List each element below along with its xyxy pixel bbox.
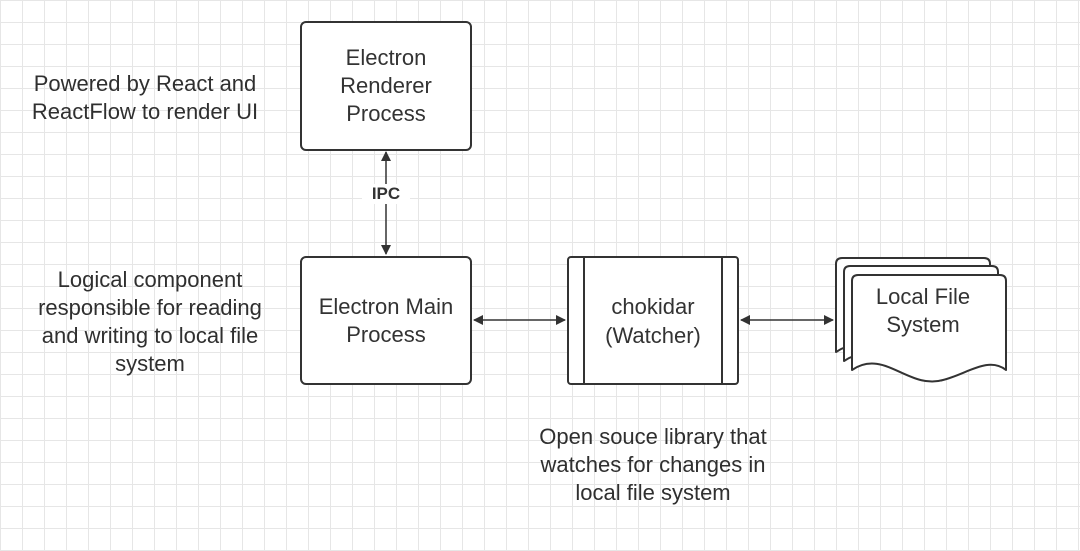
watcher-left-bar [583,258,585,383]
ipc-label: IPC [362,184,410,204]
main-process-node[interactable]: Electron Main Process [300,256,472,385]
renderer-process-node[interactable]: Electron Renderer Process [300,21,472,151]
watcher-node[interactable]: chokidar (Watcher) [567,256,739,385]
watcher-note: Open souce library that watches for chan… [539,424,767,505]
watcher-label: chokidar (Watcher) [605,293,701,348]
renderer-note: Powered by React and ReactFlow to render… [31,71,259,124]
filesystem-label: Local File System [875,284,971,337]
main-process-label: Electron Main Process [318,293,454,347]
document-sheet-front [851,274,1007,383]
main-process-note: Logical component responsible for readin… [38,267,262,376]
watcher-right-bar [721,258,723,383]
filesystem-document-stack [835,257,1007,383]
renderer-process-label: Electron Renderer Process [340,45,432,126]
